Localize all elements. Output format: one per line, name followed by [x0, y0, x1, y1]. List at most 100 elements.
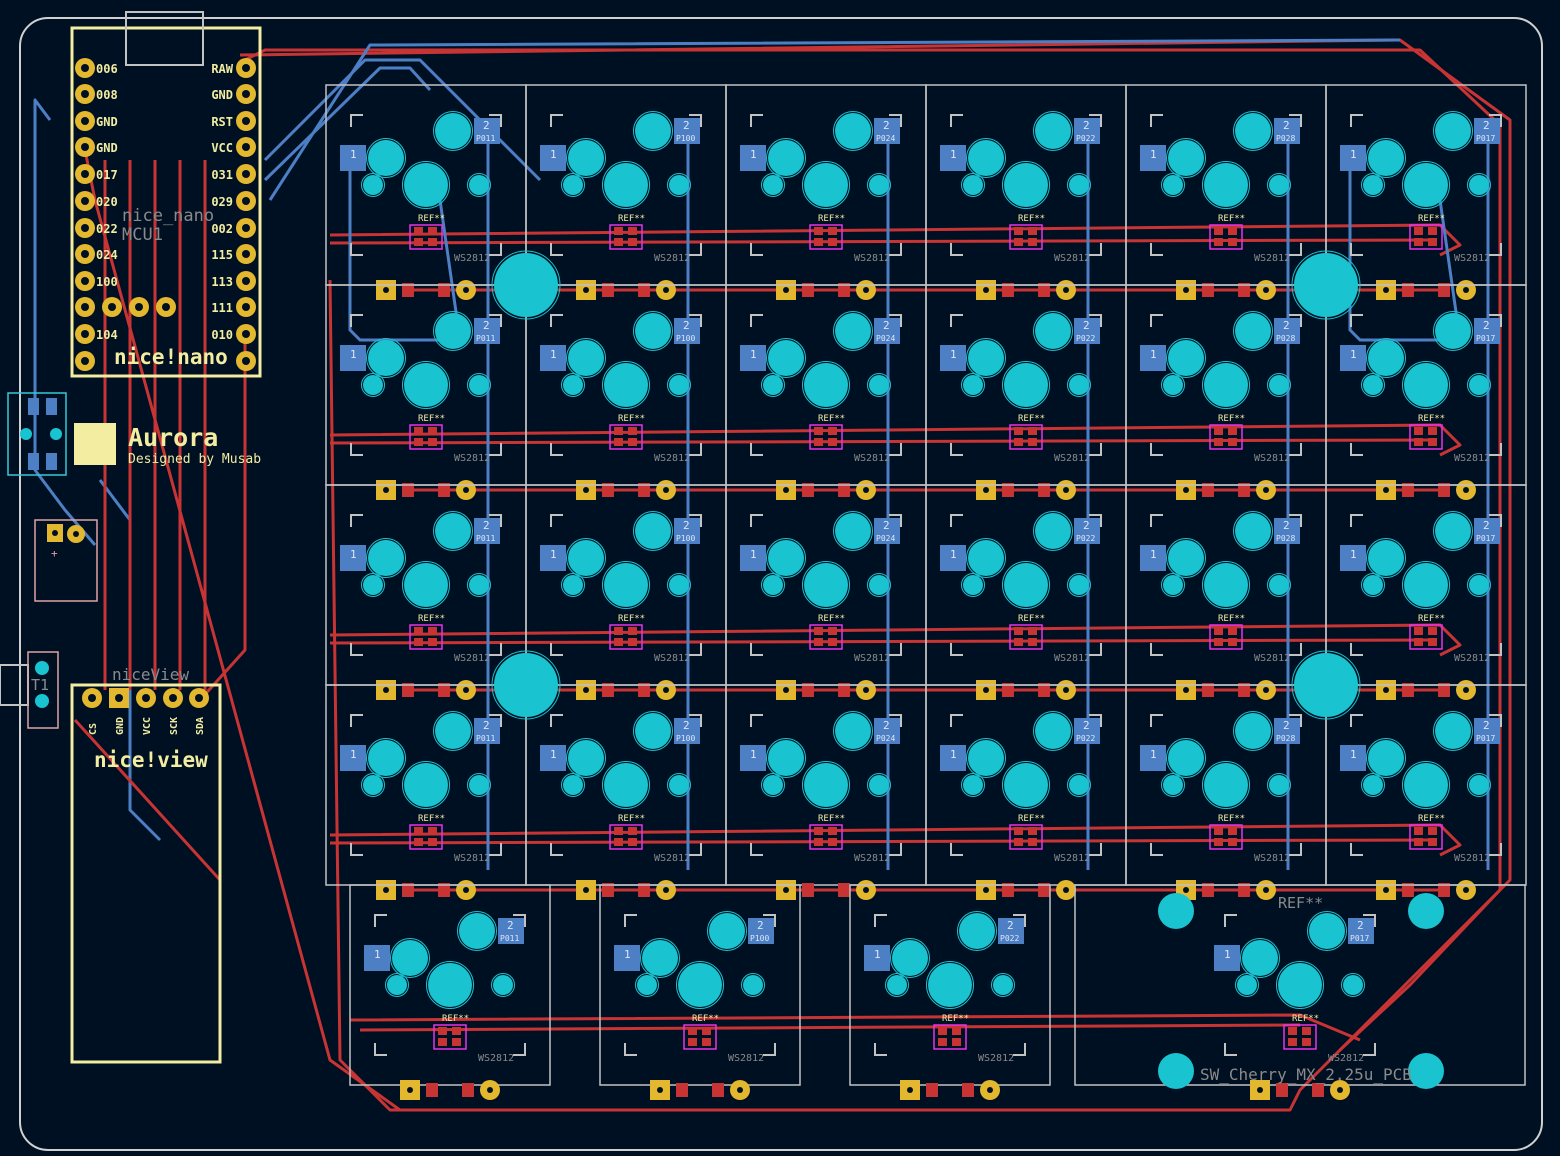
led-pad — [828, 627, 837, 635]
courtyard-corner — [689, 314, 702, 327]
hole-ring — [602, 761, 650, 809]
pin-drill — [162, 303, 170, 311]
pin-drill — [195, 694, 203, 702]
hole-ring — [1433, 111, 1473, 151]
diode-drill — [463, 287, 469, 293]
switch-hole — [635, 713, 671, 749]
pad-2 — [1074, 518, 1100, 544]
led-outline — [809, 824, 843, 850]
hole-ring — [433, 111, 473, 151]
courtyard-corner — [750, 643, 763, 656]
hole-ring — [433, 311, 473, 351]
trace-led-chain — [329, 838, 1431, 845]
led-pad — [1214, 827, 1223, 835]
diode-smd-pad — [1276, 1083, 1288, 1097]
led-pad — [1288, 1027, 1297, 1035]
wide-ref-label: REF** — [1278, 894, 1323, 912]
led-pad — [938, 1038, 947, 1046]
courtyard-corner — [1350, 643, 1363, 656]
hole-ring — [833, 311, 873, 351]
pad-1 — [1340, 145, 1366, 171]
led-outline — [409, 424, 443, 450]
led-outline — [1283, 1024, 1317, 1050]
logo-mark — [74, 423, 116, 465]
led-pad — [628, 627, 637, 635]
switch-hole — [1168, 540, 1204, 576]
trace-led-chain — [329, 623, 1462, 657]
led-pad — [1228, 227, 1237, 235]
pin-drill — [115, 694, 123, 702]
led-ref: REF** — [418, 414, 445, 424]
switch-hole — [763, 375, 783, 395]
courtyard-corner — [1289, 643, 1302, 656]
led-pad — [1028, 638, 1037, 646]
switch-hole — [763, 575, 783, 595]
switch-hole — [743, 975, 763, 995]
led-pad — [828, 227, 837, 235]
diode-drill — [463, 687, 469, 693]
hole-ring — [766, 138, 806, 178]
diode-smd-pad — [462, 1083, 474, 1097]
hole-ring — [741, 973, 765, 997]
led-outline — [1009, 824, 1043, 850]
diode-smd-pad — [838, 483, 850, 497]
diode-smd-pad — [438, 283, 450, 297]
courtyard-corner — [750, 243, 763, 256]
courtyard-corner — [950, 514, 963, 527]
courtyard-corner — [1150, 714, 1163, 727]
switch-hole — [968, 540, 1004, 576]
mcu-left-pin-label: GND — [96, 141, 118, 155]
diode-smd-pad — [402, 283, 414, 297]
courtyard-corner — [1289, 514, 1302, 527]
power-switch-hole — [35, 694, 49, 708]
pin-drill — [242, 277, 250, 285]
pad-2-number: 2 — [757, 919, 764, 932]
hole-ring — [761, 773, 785, 797]
courtyard-corner — [889, 843, 902, 856]
pin-drill — [81, 277, 89, 285]
switch-hole — [435, 713, 471, 749]
switch-hole — [1004, 563, 1048, 607]
switch-hole — [1469, 175, 1489, 195]
diode-drill — [1183, 287, 1189, 293]
pad-1 — [340, 745, 366, 771]
led-pad — [414, 638, 423, 646]
diode-smd-pad — [438, 483, 450, 497]
diode-smd-pad — [962, 1083, 974, 1097]
switch-hole — [993, 975, 1013, 995]
diode-smd-pad — [1438, 683, 1450, 697]
hole-ring — [1033, 111, 1073, 151]
mount-ring — [1291, 650, 1361, 720]
courtyard-corner — [550, 514, 563, 527]
mcu-ref-label: MCU1 — [122, 225, 163, 245]
switch-hole — [869, 375, 889, 395]
hole-ring — [1233, 111, 1273, 151]
pad-2-net: P100 — [676, 334, 695, 343]
switch-hole — [568, 140, 604, 176]
led-outline — [809, 424, 843, 450]
diode-drill — [1383, 487, 1389, 493]
diode-smd-pad — [1238, 683, 1250, 697]
hole-ring — [402, 161, 450, 209]
switch-hole — [678, 963, 722, 1007]
hole-ring — [1307, 911, 1347, 951]
pad-1-number: 1 — [624, 948, 631, 961]
led-pad — [1414, 638, 1423, 646]
led-ref: REF** — [1418, 614, 1445, 624]
diode-smd-pad — [1402, 483, 1414, 497]
pad-1 — [340, 345, 366, 371]
pad-2-number: 2 — [1357, 919, 1364, 932]
courtyard-corner — [1089, 843, 1102, 856]
diode-smd-pad — [638, 283, 650, 297]
pin-drill — [242, 143, 250, 151]
hole-ring — [1267, 773, 1291, 797]
hole-ring — [491, 973, 515, 997]
trace-back — [263, 66, 432, 182]
hole-ring — [561, 173, 585, 197]
switch-hole — [1235, 713, 1271, 749]
led-ref: REF** — [418, 214, 445, 224]
